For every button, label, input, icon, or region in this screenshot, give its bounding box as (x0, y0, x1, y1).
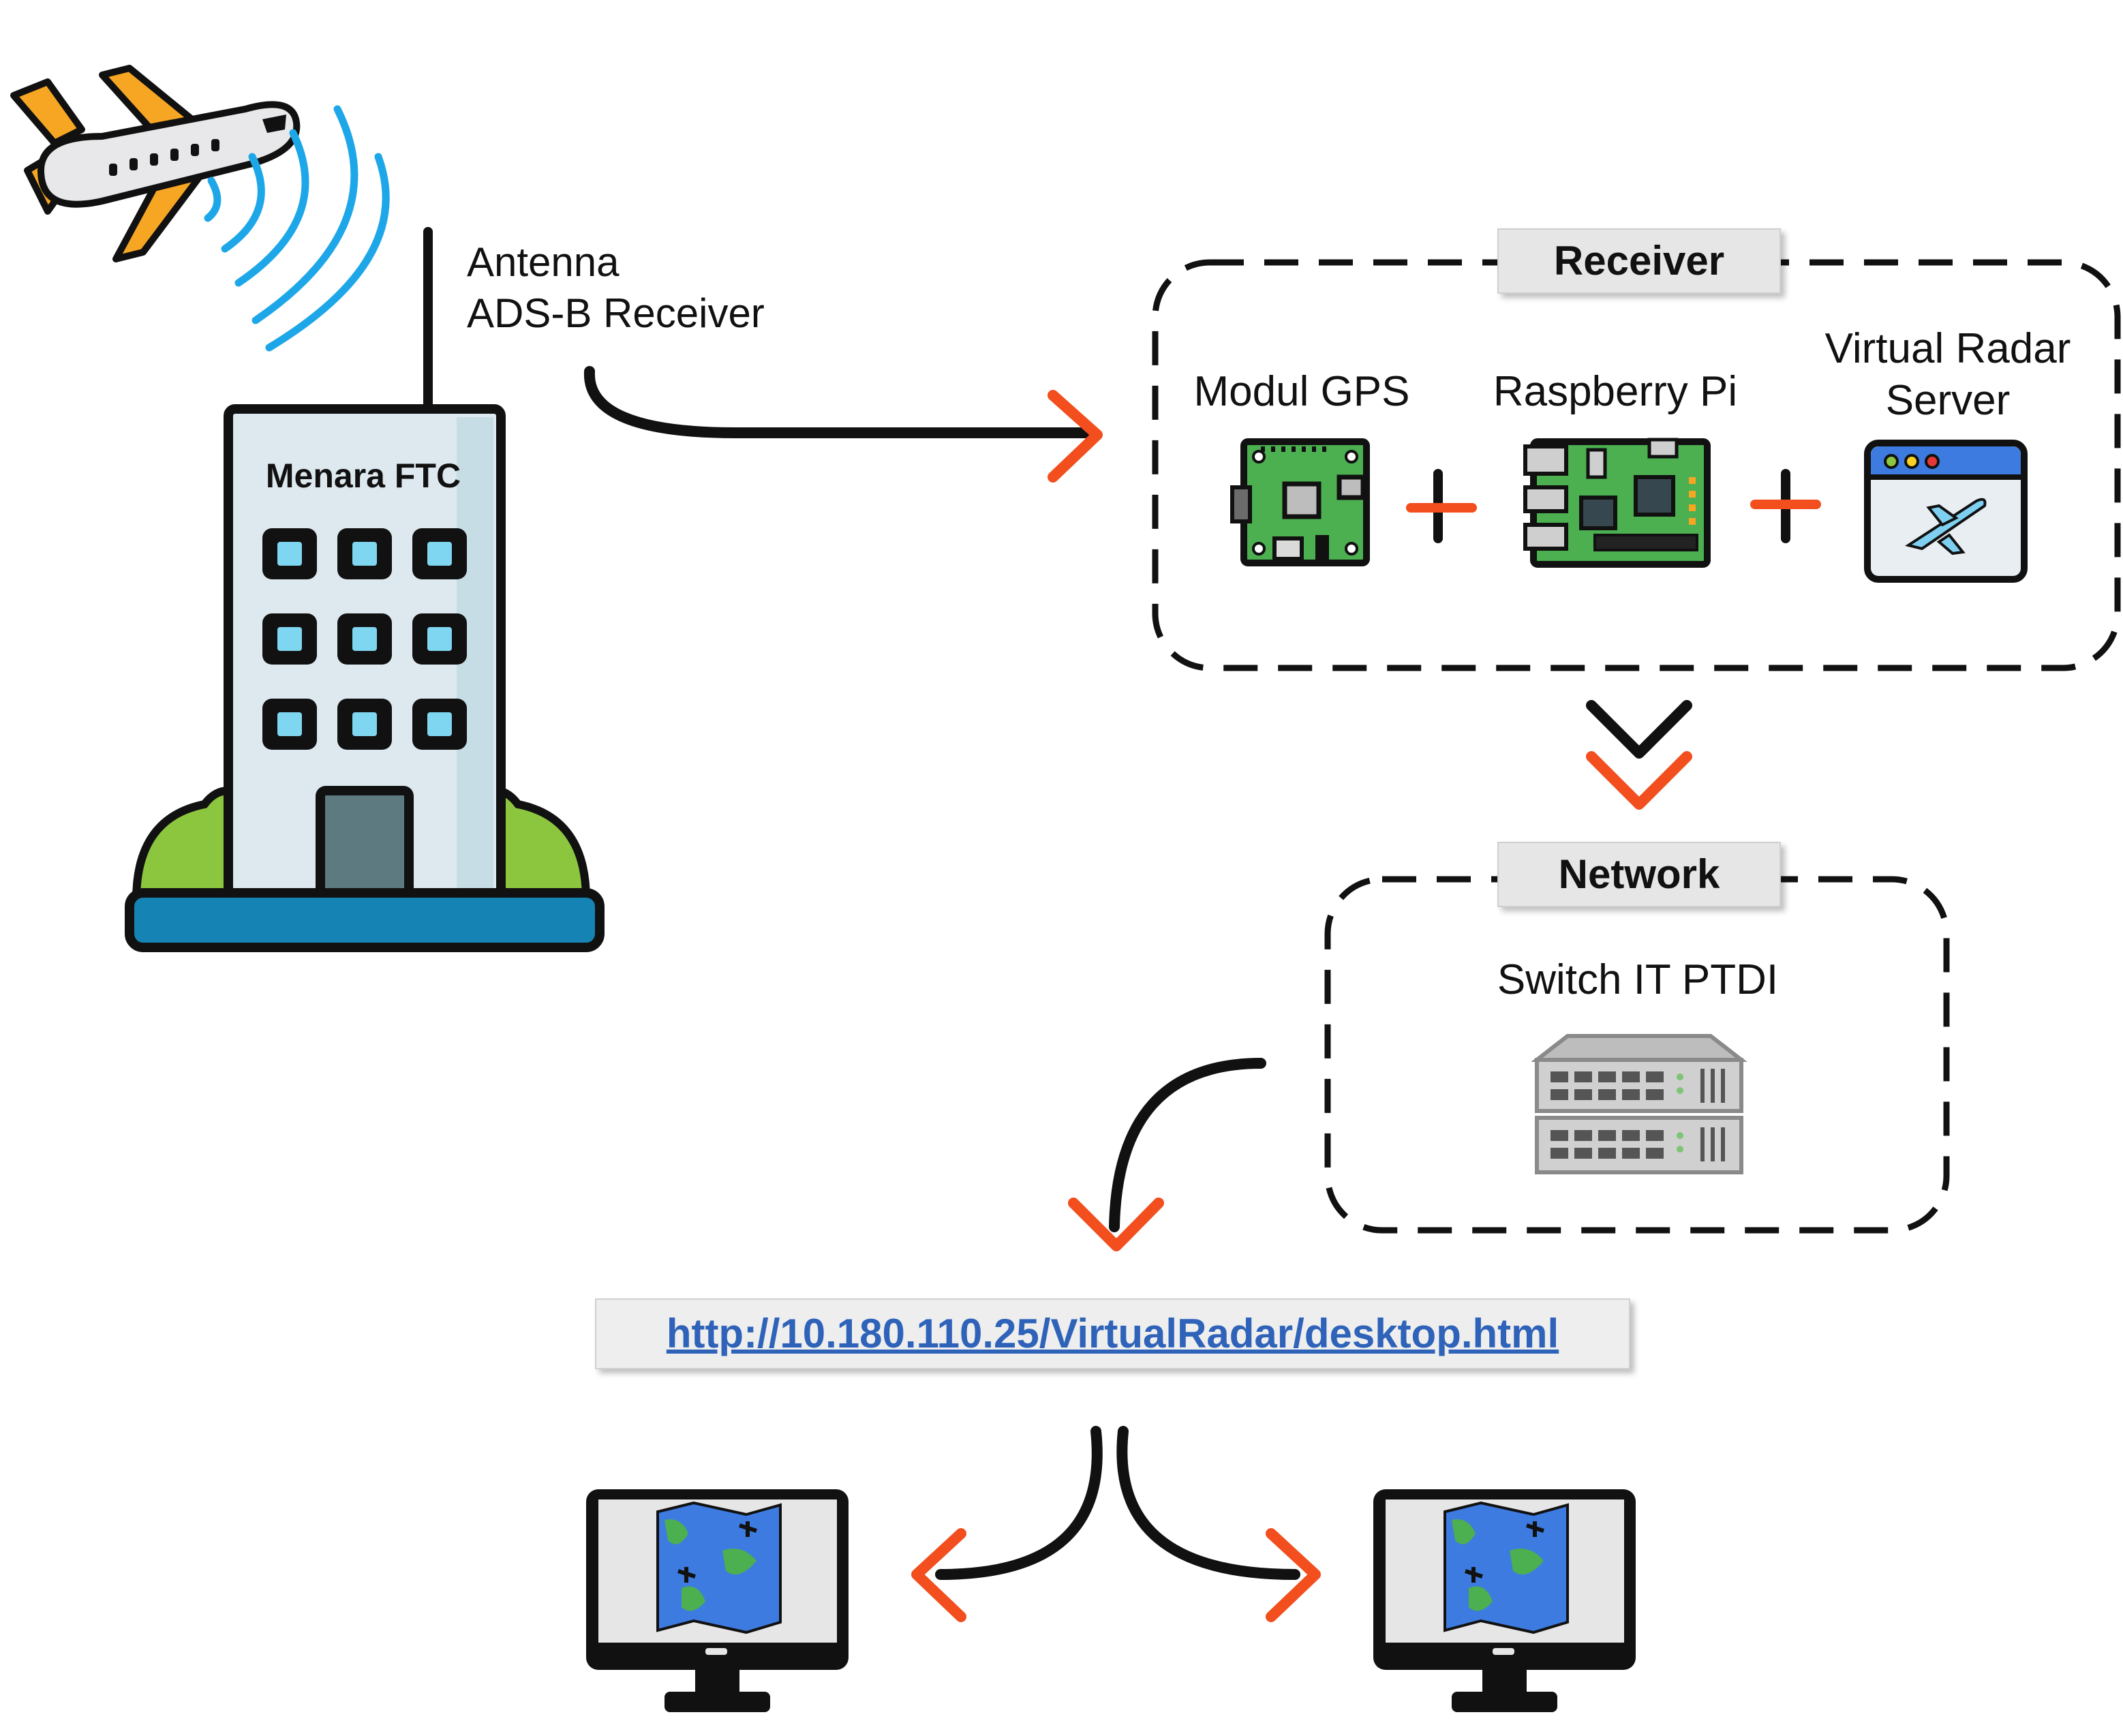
url-box: http://10.180.110.25/VirtualRadar/deskto… (595, 1298, 1630, 1369)
connector-line-antenna-receiver (583, 366, 1096, 438)
chevron-left-icon (911, 1528, 966, 1622)
monitor-icon (1373, 1489, 1636, 1712)
gps-module-icon (1230, 438, 1370, 566)
signal-waves-icon (204, 105, 390, 352)
network-container (1324, 876, 1950, 1234)
plus-icon (1750, 469, 1821, 543)
receiver-container (1152, 259, 2121, 671)
chevron-down-icon (1068, 1198, 1164, 1251)
connector-line-network-url (1109, 1058, 1266, 1232)
receiver-title: Receiver (1497, 228, 1781, 294)
arrowhead-right-icon (1048, 390, 1103, 483)
network-title: Network (1497, 842, 1781, 907)
switch-label: Switch IT PTDI (1497, 956, 1778, 1003)
building-icon (125, 404, 605, 952)
chevron-right-icon (1266, 1528, 1321, 1622)
tower-label: Menara FTC (266, 457, 461, 495)
antenna-label-line1: Antenna (467, 239, 620, 285)
chevron-down-icon (1586, 751, 1692, 810)
raspberry-pi-label: Raspberry Pi (1493, 368, 1737, 415)
connector-line-url-left-monitor (935, 1426, 1103, 1580)
chevron-down-icon (1586, 700, 1692, 759)
virtual-radar-label-line1: Virtual Radar (1825, 325, 2071, 372)
modul-gps-label: Modul GPS (1193, 368, 1409, 415)
plus-icon (1406, 469, 1477, 543)
raspberry-pi-icon (1523, 438, 1711, 568)
monitor-icon (586, 1489, 849, 1712)
airplane-icon (10, 65, 301, 262)
antenna-label-line2: ADS-B Receiver (467, 290, 765, 336)
network-switch-icon (1531, 1034, 1747, 1174)
virtual-radar-server-icon (1864, 440, 2028, 583)
virtual-radar-label-line2: Server (1886, 377, 2011, 424)
world-map-icon (656, 1501, 782, 1634)
world-map-icon (1444, 1501, 1569, 1634)
connector-line-url-right-monitor (1116, 1426, 1300, 1580)
virtual-radar-url-link[interactable]: http://10.180.110.25/VirtualRadar/deskto… (666, 1311, 1559, 1356)
